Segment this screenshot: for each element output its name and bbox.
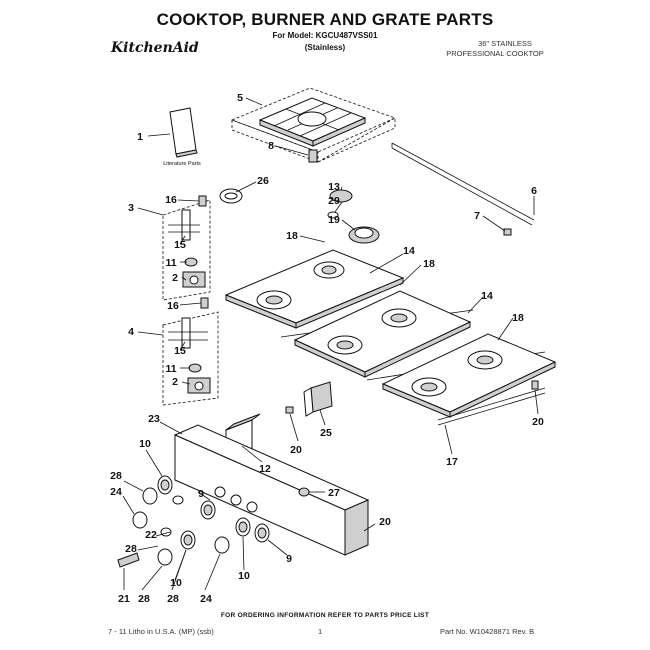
callout-11-lower: 11 — [165, 363, 176, 375]
callout-2-lower: 2 — [172, 376, 178, 388]
callout-8: 8 — [268, 140, 274, 152]
callout-16-upper: 16 — [165, 194, 177, 206]
igniter-clip — [219, 188, 243, 204]
model-number: For Model: KGCU487VSS01 — [272, 31, 378, 40]
literature-label: Literature Parts — [163, 161, 201, 167]
callout-15-lower: 15 — [174, 345, 186, 357]
callout-18-center: 18 — [423, 258, 435, 270]
callout-10-top: 10 — [139, 438, 151, 450]
callout-13: 13 — [328, 181, 340, 193]
callout-27: 27 — [328, 487, 340, 499]
callout-1: 1 — [137, 131, 143, 143]
literature-parts-booklet: Literature Parts — [163, 107, 201, 167]
callout-2-upper: 2 — [172, 272, 178, 284]
callout-18-left: 18 — [286, 230, 298, 242]
brand-logo: KitchenAid — [111, 40, 199, 56]
callout-24-top: 24 — [110, 486, 122, 498]
callout-22: 22 — [145, 529, 157, 541]
callout-11-upper: 11 — [165, 257, 176, 269]
screw-right — [531, 380, 539, 390]
burner-cap-head — [327, 189, 380, 244]
callout-26: 26 — [257, 175, 269, 187]
callout-15-upper: 15 — [174, 239, 186, 251]
callout-28-bottom-left: 28 — [138, 593, 150, 605]
callout-21: 21 — [118, 593, 130, 605]
callout-17: 17 — [446, 456, 458, 468]
callout-10-right: 10 — [238, 570, 250, 582]
product-description-line1: 36" STAINLESS — [478, 39, 532, 48]
front-trim-strip — [437, 387, 546, 426]
leader-lines — [122, 97, 539, 591]
callout-23: 23 — [148, 413, 160, 425]
callout-10-bottom: 10 — [170, 577, 182, 589]
burner-tray-right — [381, 333, 557, 418]
callout-12: 12 — [259, 463, 271, 475]
callout-28-mid: 28 — [125, 543, 137, 555]
finish-label: (Stainless) — [304, 43, 346, 52]
burner-tray-left — [224, 249, 405, 329]
callout-28-bottom: 28 — [167, 593, 179, 605]
product-description-line2: PROFESSIONAL COOKTOP — [446, 49, 544, 58]
burner-tray-center — [293, 290, 472, 378]
ordering-note: FOR ORDERING INFORMATION REFER TO PARTS … — [220, 612, 430, 619]
callout-25: 25 — [320, 427, 332, 439]
part-number: Part No. W10428871 Rev. B — [440, 627, 535, 636]
callout-16-lower: 16 — [167, 300, 179, 312]
callout-14-lower: 14 — [481, 290, 493, 302]
screw-center — [285, 406, 294, 414]
bracket — [303, 381, 333, 417]
control-panel — [173, 424, 370, 556]
callout-29: 29 — [328, 195, 340, 207]
page-number: 1 — [318, 627, 323, 636]
callout-4: 4 — [128, 326, 134, 338]
callout-20-right: 20 — [532, 416, 544, 428]
callout-20-center: 20 — [290, 444, 302, 456]
callout-9-right: 9 — [286, 553, 292, 565]
valve-assembly-lower — [162, 297, 219, 406]
grate-assembly — [230, 87, 397, 163]
callout-14-upper: 14 — [403, 245, 415, 257]
callout-28-top: 28 — [110, 470, 122, 482]
print-info: 7 - 11 Litho in U.S.A. (MP) (ssb) — [108, 627, 214, 636]
callout-3: 3 — [128, 202, 134, 214]
callout-9-top: 9 — [198, 488, 204, 500]
callout-6: 6 — [531, 185, 537, 197]
callout-7: 7 — [474, 210, 480, 222]
callout-24-bottom: 24 — [200, 593, 212, 605]
callout-numbers: 1 5 8 26 6 7 13 29 19 3 16 15 11 2 18 14… — [110, 92, 544, 605]
page-title: COOKTOP, BURNER AND GRATE PARTS — [156, 10, 494, 29]
callout-5: 5 — [237, 92, 243, 104]
callout-18-right: 18 — [512, 312, 524, 324]
cooktop-rail — [391, 142, 535, 236]
callout-19: 19 — [328, 214, 340, 226]
knob-group — [117, 475, 310, 568]
callout-20-panel: 20 — [379, 516, 391, 528]
valve-assembly-upper — [162, 195, 211, 301]
